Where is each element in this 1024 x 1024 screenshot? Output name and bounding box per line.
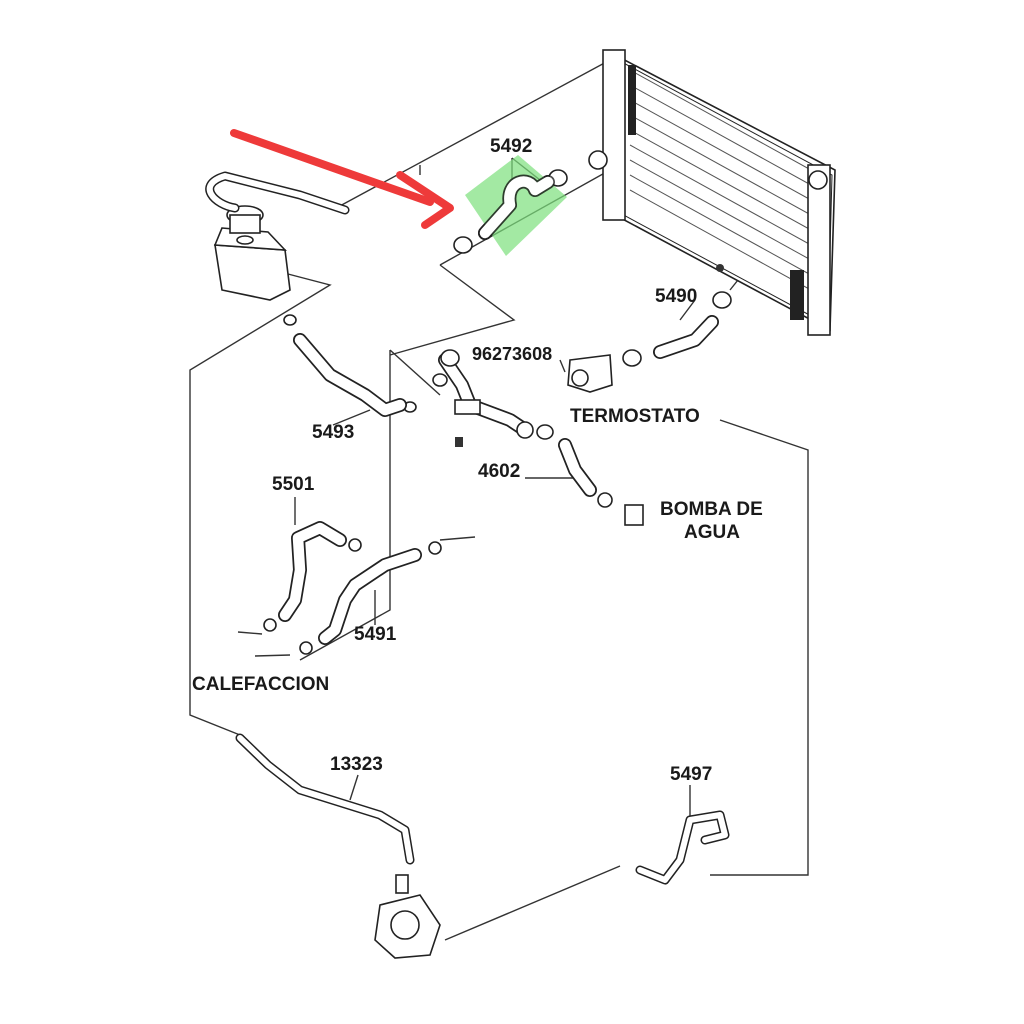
- radiator: [588, 49, 836, 336]
- label-5501: 5501: [272, 474, 315, 495]
- hose-4602: [558, 438, 644, 526]
- hose-5497: [635, 810, 730, 885]
- label-bomba-de: BOMBA DE: [660, 499, 763, 520]
- label-termostato: TERMOSTATO: [570, 406, 700, 427]
- label-96273608: 96273608: [472, 344, 552, 364]
- label-5492: 5492: [490, 136, 532, 157]
- hose-5501: [263, 521, 362, 632]
- label-5493: 5493: [312, 422, 354, 443]
- hose-5493: [283, 314, 407, 417]
- hose-13323: [235, 733, 415, 865]
- throttle-body: [374, 874, 441, 959]
- hose-5490: [622, 291, 732, 367]
- thermostat-housing: [567, 354, 613, 393]
- label-5490: 5490: [655, 286, 697, 307]
- pipe-96273608: [403, 349, 554, 447]
- label-5497: 5497: [670, 764, 712, 785]
- red-arrow-icon: [230, 129, 454, 229]
- label-agua: AGUA: [684, 522, 740, 543]
- label-13323: 13323: [330, 754, 383, 775]
- label-calefaccion: CALEFACCION: [192, 674, 329, 695]
- label-4602: 4602: [478, 461, 520, 482]
- expansion-tank: [213, 205, 291, 301]
- hose-5491: [299, 541, 442, 655]
- label-5491: 5491: [354, 624, 397, 645]
